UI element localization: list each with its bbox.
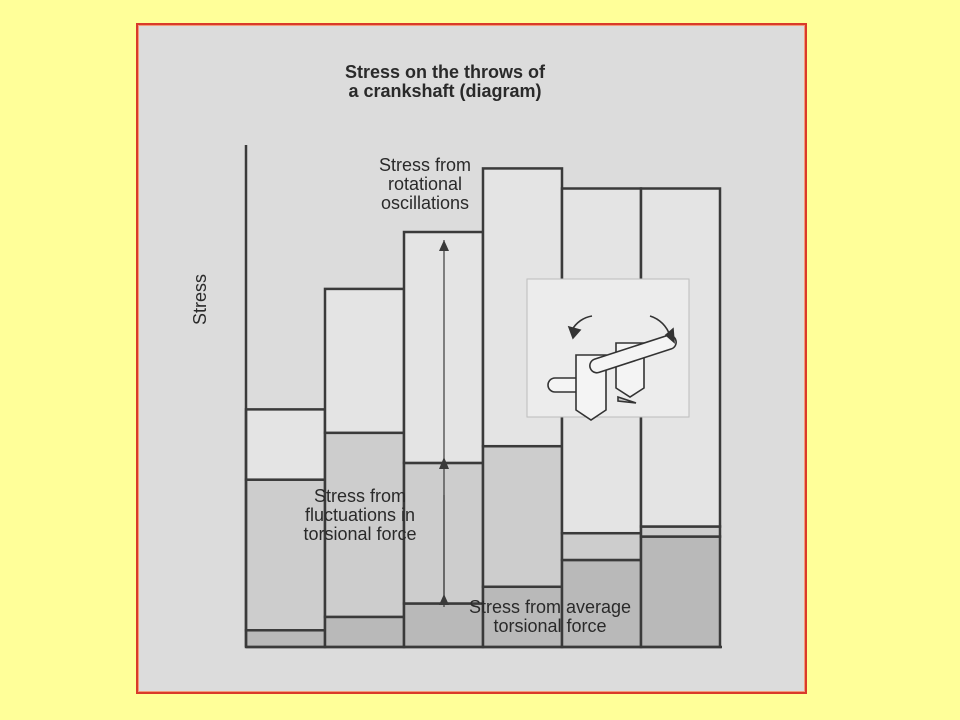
bar-rotational-1 [244,408,327,481]
bar-fluctuation-1 [244,478,327,632]
bar-average-5 [560,558,643,649]
diagram-title: Stress on the throws of a crankshaft (di… [344,62,546,101]
crankshaft-inset [526,278,690,421]
average-arrow-head [439,594,449,605]
bar-rotational-2 [323,287,406,435]
bar-average-1 [244,629,327,649]
crankshaft-icon [547,315,677,421]
bar-fluctuation-2 [323,431,406,619]
average-torsion-label: Stress from average torsional force [468,597,632,636]
bar-fluctuation-4 [481,444,564,589]
bar-fluctuation-5 [560,531,643,562]
torsional-fluctuation-label: Stress from fluctuations in torsional fo… [303,486,417,544]
y-axis-label: Stress [190,273,210,325]
bar-average-2 [323,615,406,649]
arrows-layer [439,240,449,607]
fluctuation-arrow-head [439,457,449,469]
bar-fluctuation-6 [639,525,722,538]
rotational-arrow-head-top [439,240,449,251]
bar-average-6 [639,535,722,649]
rotational-oscillation-label: Stress from rotational oscillations [378,155,471,213]
stress-diagram [244,145,722,649]
diagram-frame: Stress on the throws of a crankshaft (di… [136,23,807,694]
